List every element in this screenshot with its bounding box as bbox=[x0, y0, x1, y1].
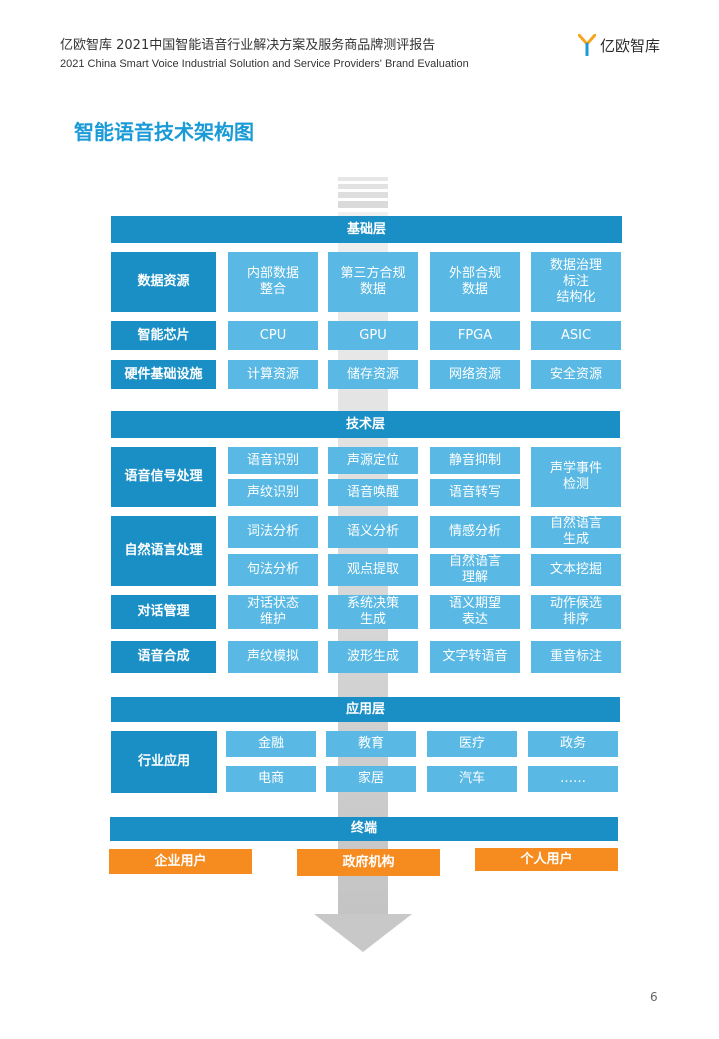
group-cell: 系统决策生成 bbox=[328, 595, 418, 629]
row-cell: 第三方合规数据 bbox=[328, 252, 418, 312]
group-category: 语音信号处理 bbox=[111, 447, 216, 507]
app-cell: 汽车 bbox=[427, 766, 517, 792]
row-cell: CPU bbox=[228, 321, 318, 350]
app-cell: 金融 bbox=[226, 731, 316, 757]
row-cell: 网络资源 bbox=[430, 360, 520, 389]
row-category: 数据资源 bbox=[111, 252, 216, 312]
group-cell: 语音转写 bbox=[430, 479, 520, 506]
app-cell: 家居 bbox=[326, 766, 416, 792]
group-cell: 语音识别 bbox=[228, 447, 318, 474]
group-cell: 动作候选排序 bbox=[531, 595, 621, 629]
row-cell: FPGA bbox=[430, 321, 520, 350]
group-cell: 自然语言生成 bbox=[531, 516, 621, 548]
group-cell: 句法分析 bbox=[228, 554, 318, 586]
app-cell: 教育 bbox=[326, 731, 416, 757]
app-cell: …… bbox=[528, 766, 618, 792]
group-cell: 波形生成 bbox=[328, 641, 418, 673]
app-cell: 电商 bbox=[226, 766, 316, 792]
user-box: 政府机构 bbox=[297, 849, 440, 876]
group-cell: 重音标注 bbox=[531, 641, 621, 673]
user-box: 个人用户 bbox=[475, 848, 618, 871]
row-cell: 数据治理标注结构化 bbox=[531, 252, 621, 312]
row-category: 智能芯片 bbox=[111, 321, 216, 350]
group-cell: 静音抑制 bbox=[430, 447, 520, 474]
group-cell: 自然语言理解 bbox=[430, 554, 520, 586]
report-title-cn: 亿欧智库 2021中国智能语音行业解决方案及服务商品牌测评报告 bbox=[60, 38, 436, 53]
report-title-en: 2021 China Smart Voice Industrial Soluti… bbox=[60, 58, 469, 70]
row-cell: 储存资源 bbox=[328, 360, 418, 389]
row-category: 硬件基础设施 bbox=[111, 360, 216, 389]
layer-band-base: 基础层 bbox=[111, 216, 622, 243]
logo-text: 亿欧智库 bbox=[600, 36, 661, 55]
group-category: 自然语言处理 bbox=[111, 516, 216, 586]
group-cell: 词法分析 bbox=[228, 516, 318, 548]
group-cell: 文字转语音 bbox=[430, 641, 520, 673]
group-cell: 声源定位 bbox=[328, 447, 418, 474]
group-cell: 语音唤醒 bbox=[328, 479, 418, 506]
layer-band-app: 应用层 bbox=[111, 697, 620, 722]
brand-logo: 亿欧智库 bbox=[578, 34, 660, 56]
layer-band-tech: 技术层 bbox=[111, 411, 620, 438]
row-cell: GPU bbox=[328, 321, 418, 350]
group-cell: 声纹识别 bbox=[228, 479, 318, 506]
group-cell: 对话状态维护 bbox=[228, 595, 318, 629]
group-category: 对话管理 bbox=[111, 595, 216, 629]
group-cell: 情感分析 bbox=[430, 516, 520, 548]
group-cell: 声学事件检测 bbox=[531, 447, 621, 507]
user-box: 企业用户 bbox=[109, 849, 252, 874]
app-cell: 医疗 bbox=[427, 731, 517, 757]
row-cell: ASIC bbox=[531, 321, 621, 350]
group-cell: 声纹模拟 bbox=[228, 641, 318, 673]
row-cell: 内部数据整合 bbox=[228, 252, 318, 312]
logo-icon bbox=[578, 34, 596, 56]
group-cell: 语义期望表达 bbox=[430, 595, 520, 629]
group-cell: 语义分析 bbox=[328, 516, 418, 548]
group-category: 语音合成 bbox=[111, 641, 216, 673]
page-title: 智能语音技术架构图 bbox=[74, 120, 254, 144]
group-cell: 观点提取 bbox=[328, 554, 418, 586]
app-category: 行业应用 bbox=[111, 731, 217, 793]
layer-band-terminal: 终端 bbox=[110, 817, 618, 841]
group-cell: 文本挖掘 bbox=[531, 554, 621, 586]
app-cell: 政务 bbox=[528, 731, 618, 757]
page-number: 6 bbox=[650, 990, 658, 1004]
row-cell: 计算资源 bbox=[228, 360, 318, 389]
row-cell: 外部合规数据 bbox=[430, 252, 520, 312]
row-cell: 安全资源 bbox=[531, 360, 621, 389]
